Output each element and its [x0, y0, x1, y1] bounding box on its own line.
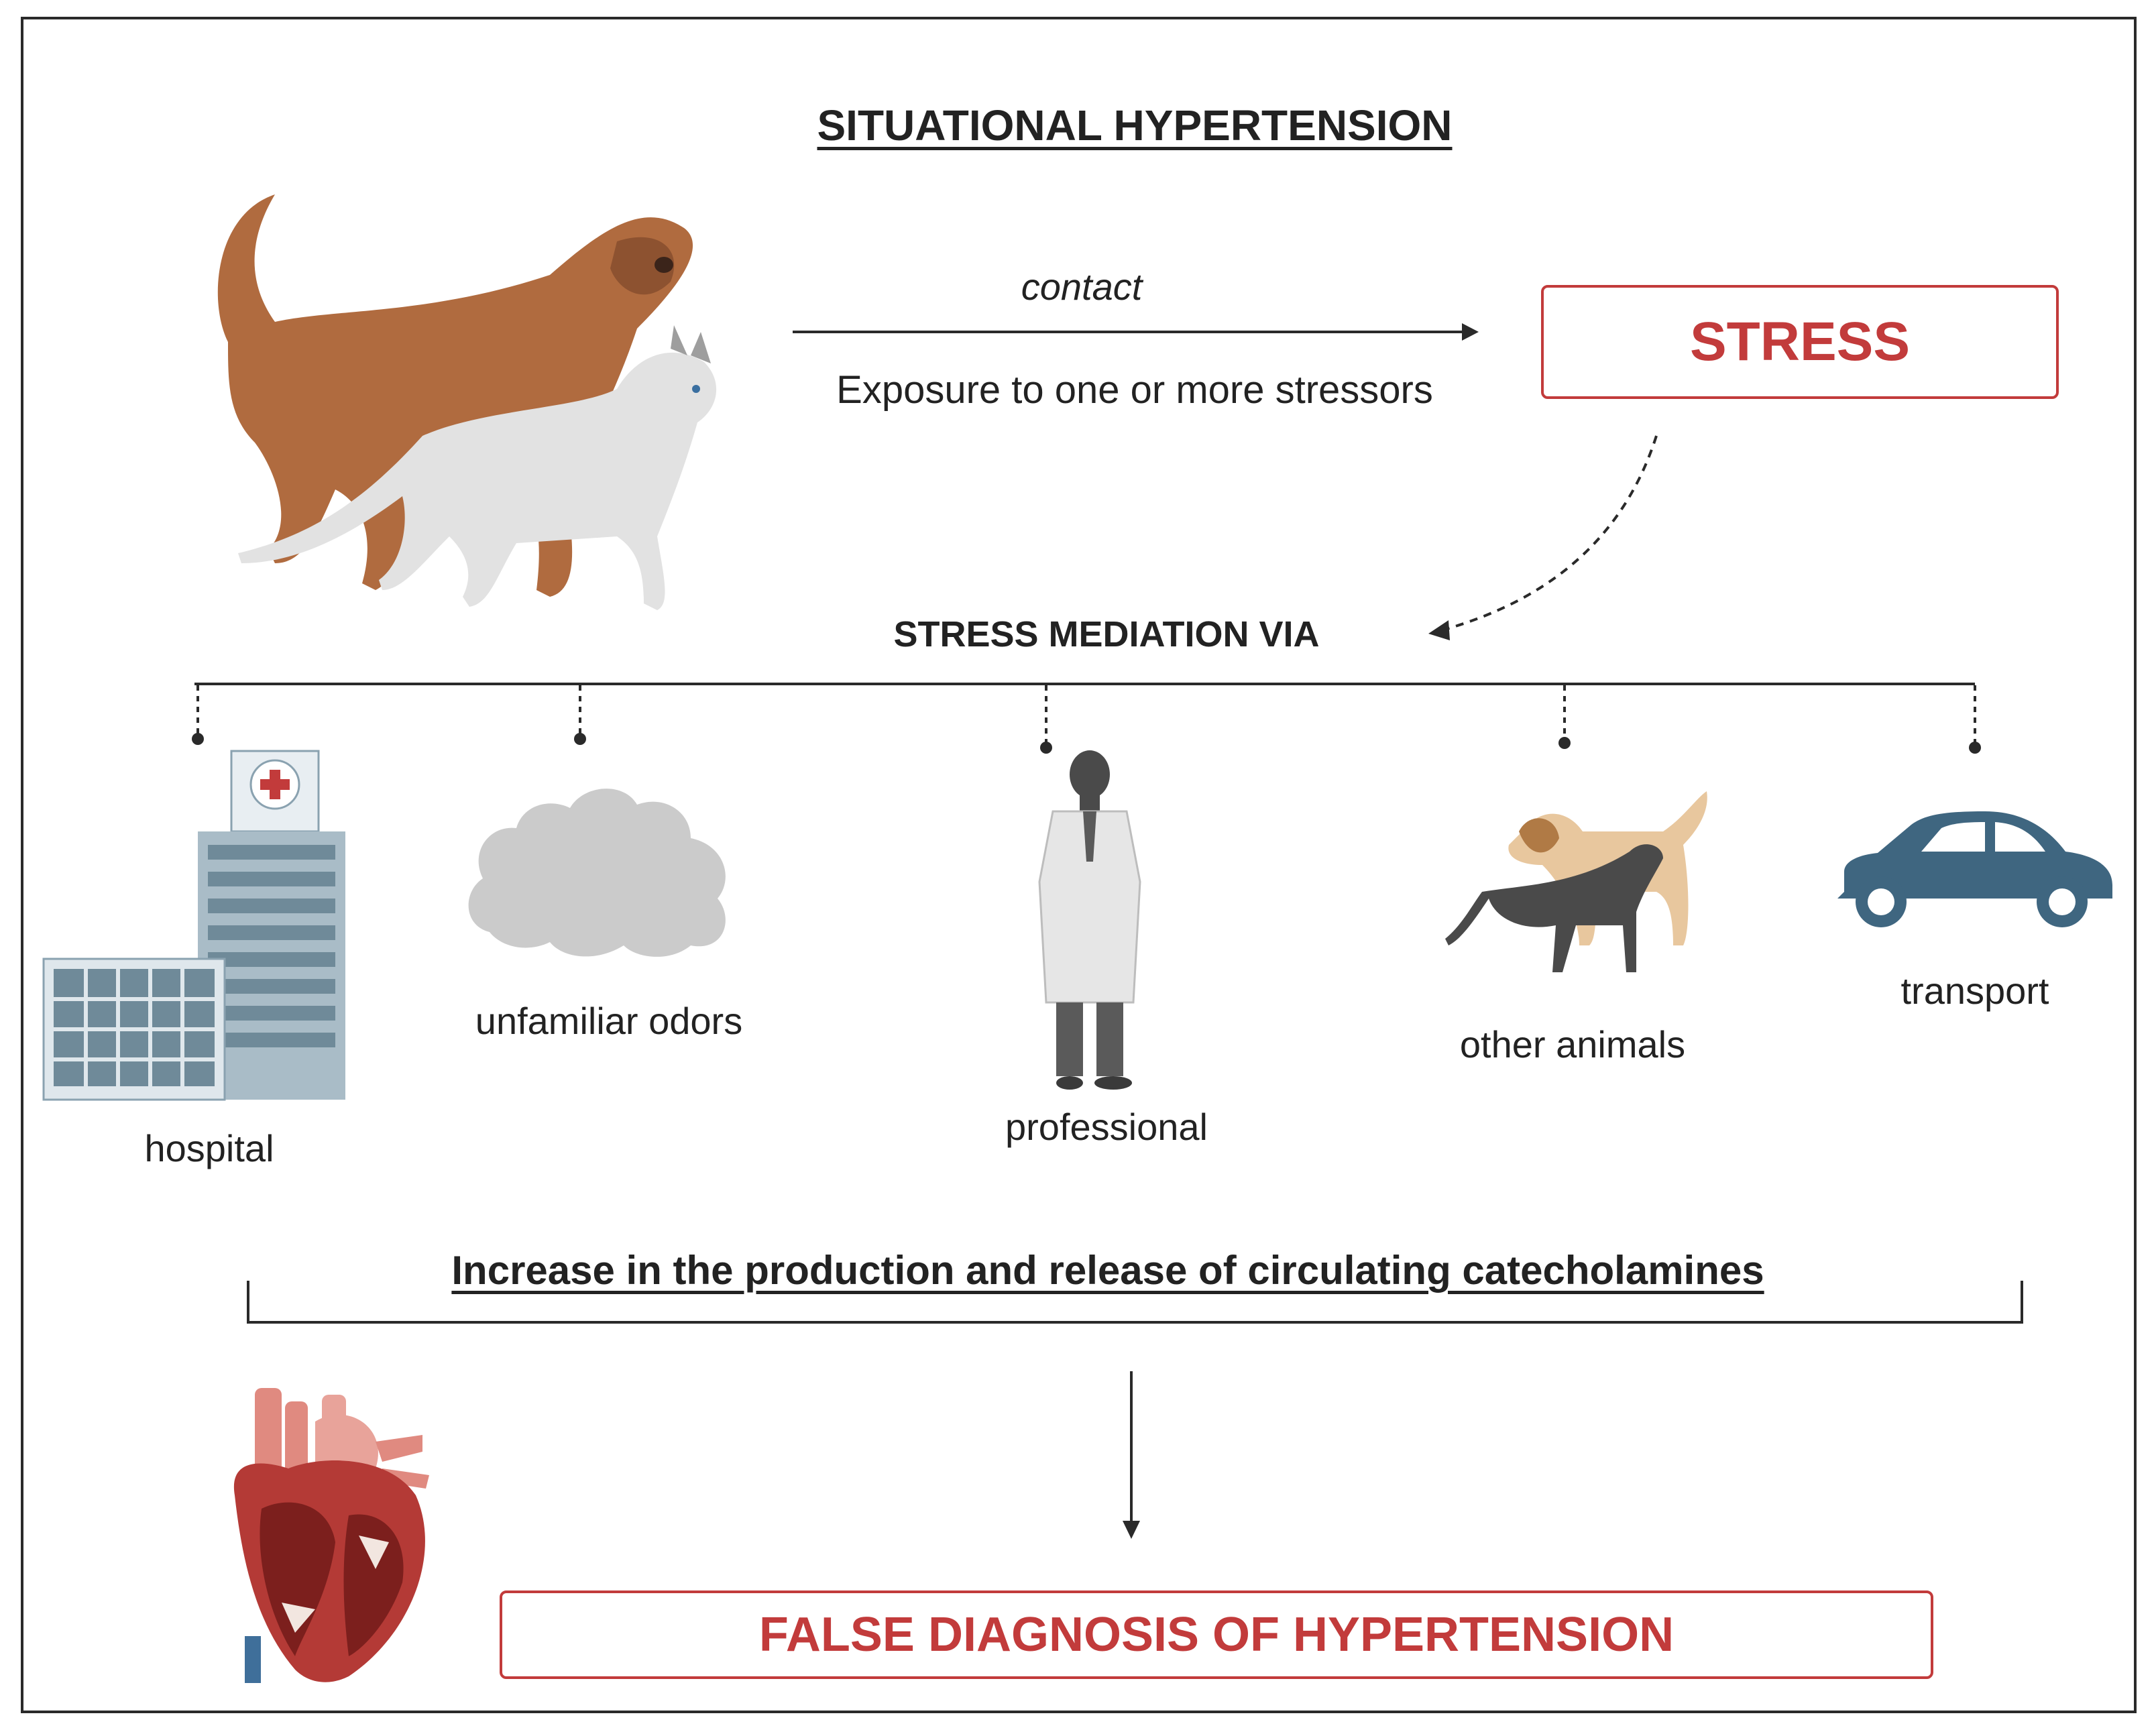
exposure-label: Exposure to one or more stressors	[836, 368, 1433, 412]
hospital-icon	[42, 750, 345, 1101]
mediator-label-odors: unfamiliar odors	[475, 1000, 743, 1042]
dog-cat-icon	[217, 194, 717, 610]
catecholamine-bracket	[247, 1281, 2023, 1324]
diagram-frame	[21, 17, 2137, 1713]
stress-to-mediation-arrow	[1441, 435, 1658, 632]
car-icon	[1837, 811, 2112, 927]
heart-icon	[233, 1388, 429, 1683]
person-icon	[1038, 750, 1141, 1090]
contact-label: contact	[1021, 266, 1143, 308]
mediation-label: STRESS MEDIATION VIA	[893, 614, 1320, 654]
mediator-label-professional: professional	[1005, 1106, 1208, 1148]
stress-box: STRESS	[1541, 285, 2059, 399]
mediator-label-transport: transport	[1900, 970, 2049, 1012]
mediation-drops	[196, 685, 1976, 744]
catecholamine-label: Increase in the production and release o…	[451, 1248, 1764, 1293]
animals-icon	[1445, 791, 1707, 972]
mediator-label-animals: other animals	[1459, 1023, 1686, 1065]
cloud-icon	[468, 789, 726, 957]
mediator-label-hospital: hospital	[144, 1127, 274, 1169]
stress-label: STRESS	[1689, 311, 1911, 372]
diagram-title: SITUATIONAL HYPERTENSION	[817, 101, 1453, 150]
false-diagnosis-box: FALSE DIAGNOSIS OF HYPERTENSION	[500, 1590, 1933, 1679]
false-diagnosis-label: FALSE DIAGNOSIS OF HYPERTENSION	[758, 1608, 1675, 1662]
